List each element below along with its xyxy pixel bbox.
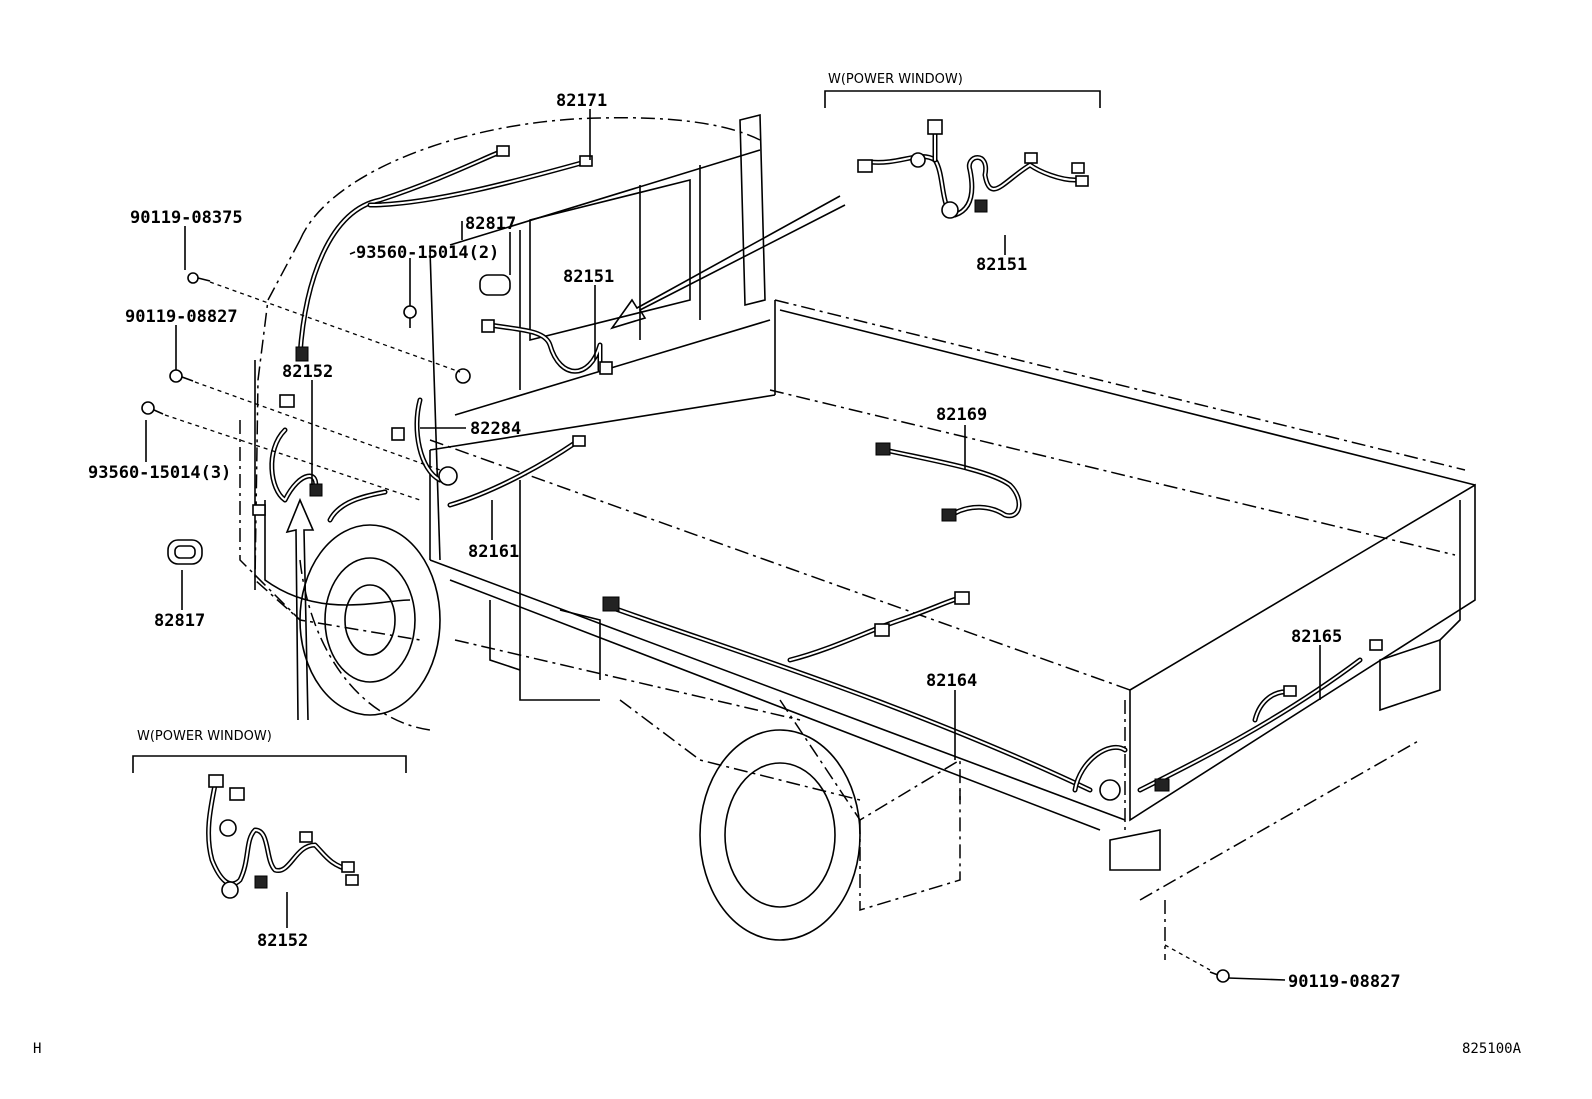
cargo-bed-outline	[429, 299, 1476, 960]
label-93560-15014-2: 93560-15014(2)	[356, 243, 499, 263]
rear-wheel	[699, 729, 961, 941]
label-82817-front: 82817	[154, 611, 205, 631]
label-82164: 82164	[926, 671, 977, 691]
lamp-82817-front-icon	[167, 539, 203, 565]
label-82152-inset: 82152	[257, 931, 308, 951]
leader-lines	[145, 109, 1321, 981]
label-90119-08827-rear: 90119-08827	[1288, 972, 1401, 992]
bolt-90119-08827-front-icon	[169, 369, 441, 471]
inset-power-window-82151	[824, 90, 1101, 219]
harness-82169	[875, 442, 1022, 522]
part-labels: W(POWER WINDOW) W(POWER WINDOW) 82171 90…	[33, 72, 1522, 1057]
label-82151-cab: 82151	[563, 267, 614, 287]
harness-82165	[1137, 639, 1383, 793]
header-power-window-bottom: W(POWER WINDOW)	[137, 729, 272, 744]
harness-82171	[295, 145, 593, 362]
harness-82151-cab	[479, 274, 613, 375]
label-90119-08827-front: 90119-08827	[125, 307, 238, 327]
bolt-90119-08375-icon	[187, 272, 461, 373]
front-wheel	[299, 524, 441, 731]
label-82151-inset: 82151	[976, 255, 1027, 275]
label-82284: 82284	[470, 419, 521, 439]
pointer-arrow-cab-door	[285, 497, 315, 721]
label-93560-15014-3: 93560-15014(3)	[88, 463, 231, 483]
label-90119-08375: 90119-08375	[130, 208, 243, 228]
inset-power-window-82152	[132, 755, 407, 899]
header-power-window-top: W(POWER WINDOW)	[828, 72, 963, 87]
corner-mark: H	[33, 1041, 41, 1057]
screw-93560-15014-3-icon	[141, 401, 421, 501]
harness-82161	[327, 435, 586, 523]
label-82165: 82165	[1291, 627, 1342, 647]
truck-cab-outline	[239, 113, 771, 701]
label-82169: 82169	[936, 405, 987, 425]
label-82817-top: 82817	[465, 214, 516, 234]
pointer-arrow-rear-door	[609, 195, 846, 330]
label-82161: 82161	[468, 542, 519, 562]
chassis-frame	[449, 579, 1101, 831]
diagram-code: 825100A	[1462, 1041, 1522, 1057]
bolt-90119-08827-rear-icon	[1164, 944, 1230, 983]
harness-82284	[391, 368, 471, 486]
harness-82164	[602, 591, 1128, 801]
screw-93560-15014-2-icon	[403, 305, 417, 328]
label-82171: 82171	[556, 91, 607, 111]
label-82152-cab: 82152	[282, 362, 333, 382]
